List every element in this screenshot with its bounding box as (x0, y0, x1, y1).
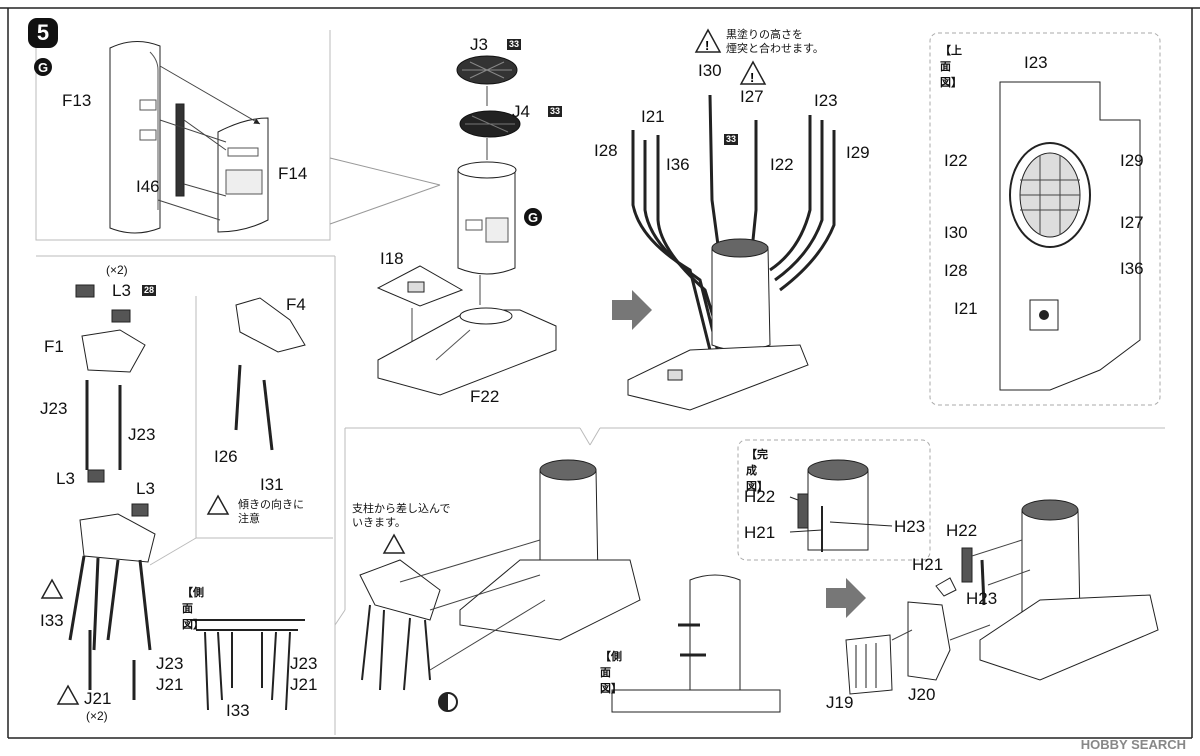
part-label-j3: J3 (470, 35, 488, 54)
part-label-i23: I23 (814, 91, 838, 110)
part-label-j23-right: J23 (128, 425, 156, 444)
part-label-i31: I31 (260, 475, 284, 494)
part-label-f22: F22 (470, 387, 500, 406)
step-number-badge: 5 (28, 18, 58, 48)
part-label-i28: I28 (594, 141, 618, 160)
part-label-f14: F14 (278, 164, 308, 183)
final-label-j19: J19 (826, 693, 854, 712)
part-label-i21: I21 (641, 107, 665, 126)
part-label-i22: I22 (770, 155, 794, 174)
group-g-marker-funnel: G (524, 208, 542, 226)
insert-note: 支柱から差し込んで いきます。 (352, 503, 451, 530)
side-label-j21-right: J21 (290, 675, 318, 694)
complete-label-h23: H23 (894, 517, 926, 536)
part-label-i26: I26 (214, 447, 238, 466)
side-label-j23-left: J23 (156, 654, 184, 673)
final-label-j20: J20 (908, 685, 936, 704)
part-label-f4: F4 (286, 295, 306, 314)
part-label-i29: I29 (846, 143, 870, 162)
part-label-j21: J21 (84, 689, 112, 708)
side-view-1-header: 【側面図】 (182, 587, 204, 631)
svg-text:!: ! (750, 70, 754, 85)
final-label-h23: H23 (966, 589, 998, 608)
watermark-logo: HOBBY SEARCH (1080, 737, 1186, 752)
svg-text:!: ! (705, 38, 709, 53)
part-label-f13: F13 (62, 91, 92, 110)
part-label-j23-left: J23 (40, 399, 68, 418)
top-label-i30: I30 (944, 223, 968, 242)
part-label-l3-left: L3 (56, 469, 75, 488)
part-label-l3-right: L3 (136, 479, 155, 498)
paint-code-j3: 33 (507, 39, 522, 50)
top-label-i29: I29 (1120, 151, 1144, 170)
top-label-i23: I23 (1024, 53, 1048, 72)
part-label-i27: I27 (740, 87, 764, 106)
qty-l3-top: (×2) (106, 263, 128, 277)
qty-j21: (×2) (86, 709, 108, 723)
paint-code-l3: 28 (142, 285, 157, 296)
top-label-i36: I36 (1120, 259, 1144, 278)
part-label-j4: J4 (512, 102, 530, 121)
part-label-i30: I30 (698, 61, 722, 80)
part-label-i33: I33 (40, 611, 64, 630)
side-view-2-header: 【側面図】 (600, 651, 622, 695)
part-label-l3-top: L3 (112, 281, 131, 300)
height-note: 黒塗りの高さを 煙突と合わせます。 (726, 29, 824, 56)
complete-view-header: 【完成図】 (746, 449, 768, 493)
group-g-marker: G (34, 58, 52, 76)
top-label-i27: I27 (1120, 213, 1144, 232)
part-label-i46: I46 (136, 177, 160, 196)
paint-code-pipes: 33 (724, 134, 739, 145)
top-view-header: 【上面図】 (940, 45, 962, 89)
part-label-i18: I18 (380, 249, 404, 268)
complete-label-h22: H22 (744, 487, 776, 506)
part-label-i36: I36 (666, 155, 690, 174)
top-label-i21: I21 (954, 299, 978, 318)
side-label-i33: I33 (226, 701, 250, 720)
side-label-j21-left: J21 (156, 675, 184, 694)
part-label-f1: F1 (44, 337, 64, 356)
tilt-note: 傾きの向きに 注意 (238, 499, 304, 526)
paint-code-j4: 33 (548, 106, 563, 117)
top-label-i28: I28 (944, 261, 968, 280)
top-label-i22: I22 (944, 151, 968, 170)
complete-label-h21: H21 (744, 523, 776, 542)
final-label-h22: H22 (946, 521, 978, 540)
side-label-j23-right: J23 (290, 654, 318, 673)
final-label-h21: H21 (912, 555, 944, 574)
